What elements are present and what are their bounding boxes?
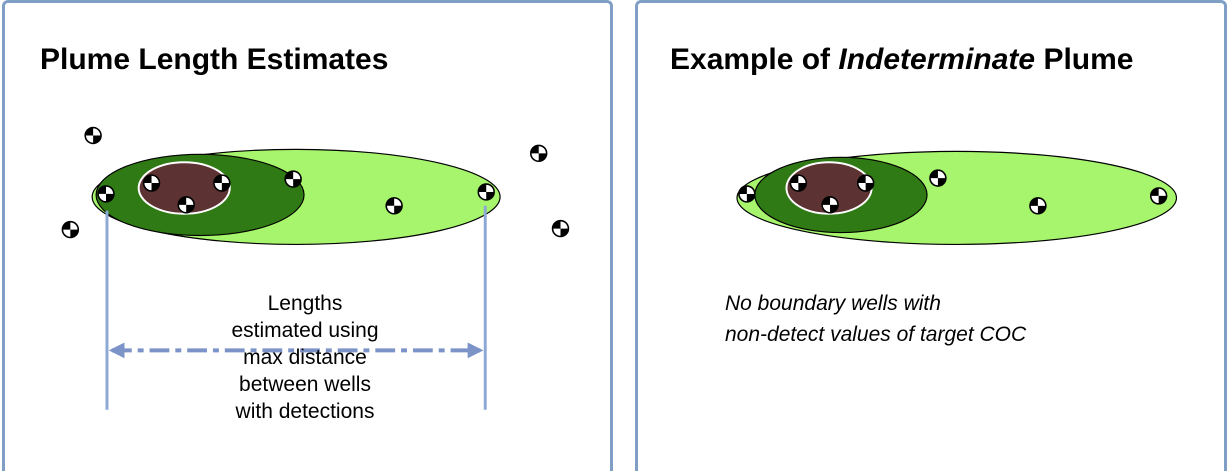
caption-line: non-detect values of target COC xyxy=(725,323,1027,346)
well-marker-icon xyxy=(142,174,161,192)
well-marker-icon xyxy=(284,170,302,188)
caption-line: between wells xyxy=(239,373,371,396)
indeterminate-caption: No boundary wells with non-detect values… xyxy=(725,288,1026,350)
well-marker-icon xyxy=(856,174,875,192)
caption-line: No boundary wells with xyxy=(725,292,941,315)
right-panel: Example of Indeterminate Plume No bounda… xyxy=(635,0,1227,471)
well-marker-icon xyxy=(213,174,231,192)
well-marker-icon xyxy=(821,196,839,214)
title-prefix: Example of xyxy=(670,43,839,76)
well-marker-icon xyxy=(529,144,548,163)
right-panel-title: Example of Indeterminate Plume xyxy=(670,43,1133,77)
well-marker-icon xyxy=(789,174,808,192)
well-marker-icon xyxy=(929,169,947,187)
left-panel-title: Plume Length Estimates xyxy=(40,43,389,76)
well-marker-icon xyxy=(97,185,115,203)
length-caption: Lengths estimated using max distance bet… xyxy=(215,290,395,425)
well-marker-icon xyxy=(385,197,403,215)
caption-line: Lengths xyxy=(267,292,343,315)
well-marker-icon xyxy=(477,183,495,201)
left-plume-diagram xyxy=(61,126,570,410)
well-marker-icon xyxy=(1029,197,1047,215)
title-suffix: Plume xyxy=(1035,43,1134,76)
well-marker-icon xyxy=(84,126,102,145)
right-plume-diagram xyxy=(736,150,1178,246)
core-plume xyxy=(137,161,231,215)
well-marker-icon xyxy=(61,220,80,239)
well-marker-icon xyxy=(738,185,756,203)
well-marker-icon xyxy=(1149,187,1168,205)
caption-line: with detections xyxy=(235,400,375,423)
left-panel: Plume Length Estimates xyxy=(2,0,613,471)
well-marker-icon xyxy=(177,196,195,214)
caption-line: estimated using xyxy=(231,319,379,342)
caption-line: max distance xyxy=(243,346,367,369)
well-marker-icon xyxy=(551,219,570,238)
title-italic: Indeterminate xyxy=(838,43,1036,76)
